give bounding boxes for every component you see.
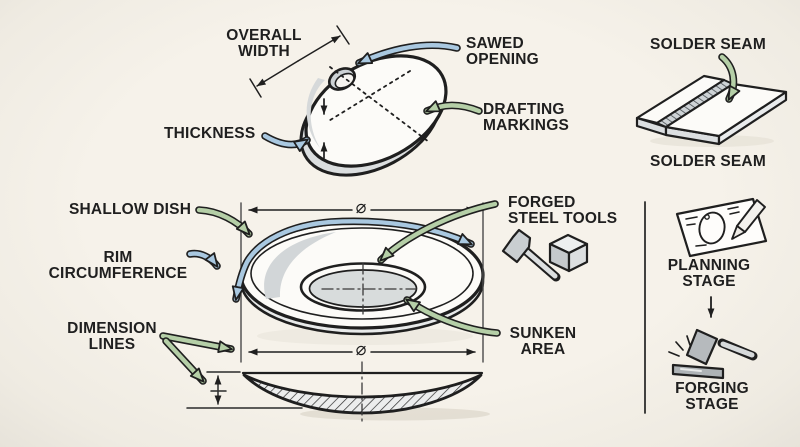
metal-bar-icon xyxy=(671,363,725,380)
label-line: FORGING xyxy=(675,380,749,397)
label-rim-circumference: RIM CIRCUMFERENCE xyxy=(49,250,188,282)
lap-seam-plates-icon xyxy=(635,74,788,147)
label-line: CIRCUMFERENCE xyxy=(48,265,188,282)
label-shallow-dish: SHALLOW DISH xyxy=(69,202,191,218)
label-line: RIM xyxy=(103,249,133,266)
pencil-icon xyxy=(731,199,766,240)
forged-steel-tools-arrow xyxy=(377,200,499,264)
label-line: STAGE xyxy=(685,396,739,413)
label-line: STEEL TOOLS xyxy=(508,210,618,227)
shallow-dish-arrow xyxy=(195,206,253,238)
diameter-symbol-bottom: ⌀ xyxy=(355,339,367,360)
thickness-arrow xyxy=(261,132,311,152)
sawed-opening-hole xyxy=(327,67,357,91)
label-line: DIMENSION xyxy=(67,320,157,337)
height-dimension xyxy=(186,371,303,409)
drafting-marking-dotted-lines xyxy=(326,66,430,143)
label-solder-seam-top: SOLDER SEAM xyxy=(650,37,766,53)
spark-lines-icon xyxy=(668,335,691,357)
drafting-markings-arrow xyxy=(423,100,483,115)
callout-arrows xyxy=(159,41,741,385)
solder-seam-arrow xyxy=(718,53,741,103)
sketch-card-icon xyxy=(675,197,768,258)
label-drafting-markings: DRAFTING MARKINGS xyxy=(483,102,569,134)
label-line: WIDTH xyxy=(238,43,290,60)
label-line: THICKNESS xyxy=(164,125,256,142)
label-line: MARKINGS xyxy=(483,117,569,134)
label-line: FORGED xyxy=(508,194,576,211)
label-line: SHALLOW DISH xyxy=(69,201,192,218)
label-solder-seam-bottom: SOLDER SEAM xyxy=(650,154,766,170)
rim-circumference-arc-arrow xyxy=(231,217,475,303)
dish-top-view xyxy=(239,220,485,345)
striking-hammer-icon xyxy=(685,328,758,366)
overall-width-dimension xyxy=(249,25,350,98)
sunken-area-arrow xyxy=(403,296,501,337)
hammer-icon xyxy=(501,228,561,282)
label-line: STAGE xyxy=(682,273,736,290)
label-line: SOLDER SEAM xyxy=(650,36,766,53)
label-line: SOLDER SEAM xyxy=(650,153,766,170)
metal-blank-top-view xyxy=(299,54,448,177)
label-line: LINES xyxy=(88,336,136,353)
label-thickness: THICKNESS xyxy=(164,126,255,142)
label-dimension-lines: DIMENSION LINES xyxy=(67,321,157,353)
sawed-opening-arrow xyxy=(355,41,461,67)
label-planning-stage: PLANNING STAGE xyxy=(668,258,751,290)
dish-cross-section xyxy=(241,361,490,422)
label-forged-steel-tools: FORGED STEEL TOOLS xyxy=(508,195,617,227)
label-line: OVERALL xyxy=(226,27,302,44)
label-line: SAWED xyxy=(466,35,524,52)
label-line: DRAFTING xyxy=(483,101,565,118)
label-line: PLANNING xyxy=(667,257,751,274)
label-line: OPENING xyxy=(466,51,539,68)
rim-circumference-pointer-arrow xyxy=(186,249,221,270)
dimension-lines-arrow-2 xyxy=(162,337,207,385)
diameter-symbol-top: ⌀ xyxy=(355,197,367,218)
label-line: SUNKEN xyxy=(509,325,577,342)
dimension-lines-arrow-1 xyxy=(159,332,235,354)
label-line: AREA xyxy=(520,341,566,358)
label-sunken-area: SUNKEN AREA xyxy=(510,326,577,358)
label-forging-stage: FORGING STAGE xyxy=(675,381,749,413)
label-sawed-opening: SAWED OPENING xyxy=(466,36,539,68)
steel-cube-icon xyxy=(548,233,589,273)
label-overall-width: OVERALL WIDTH xyxy=(226,28,301,60)
